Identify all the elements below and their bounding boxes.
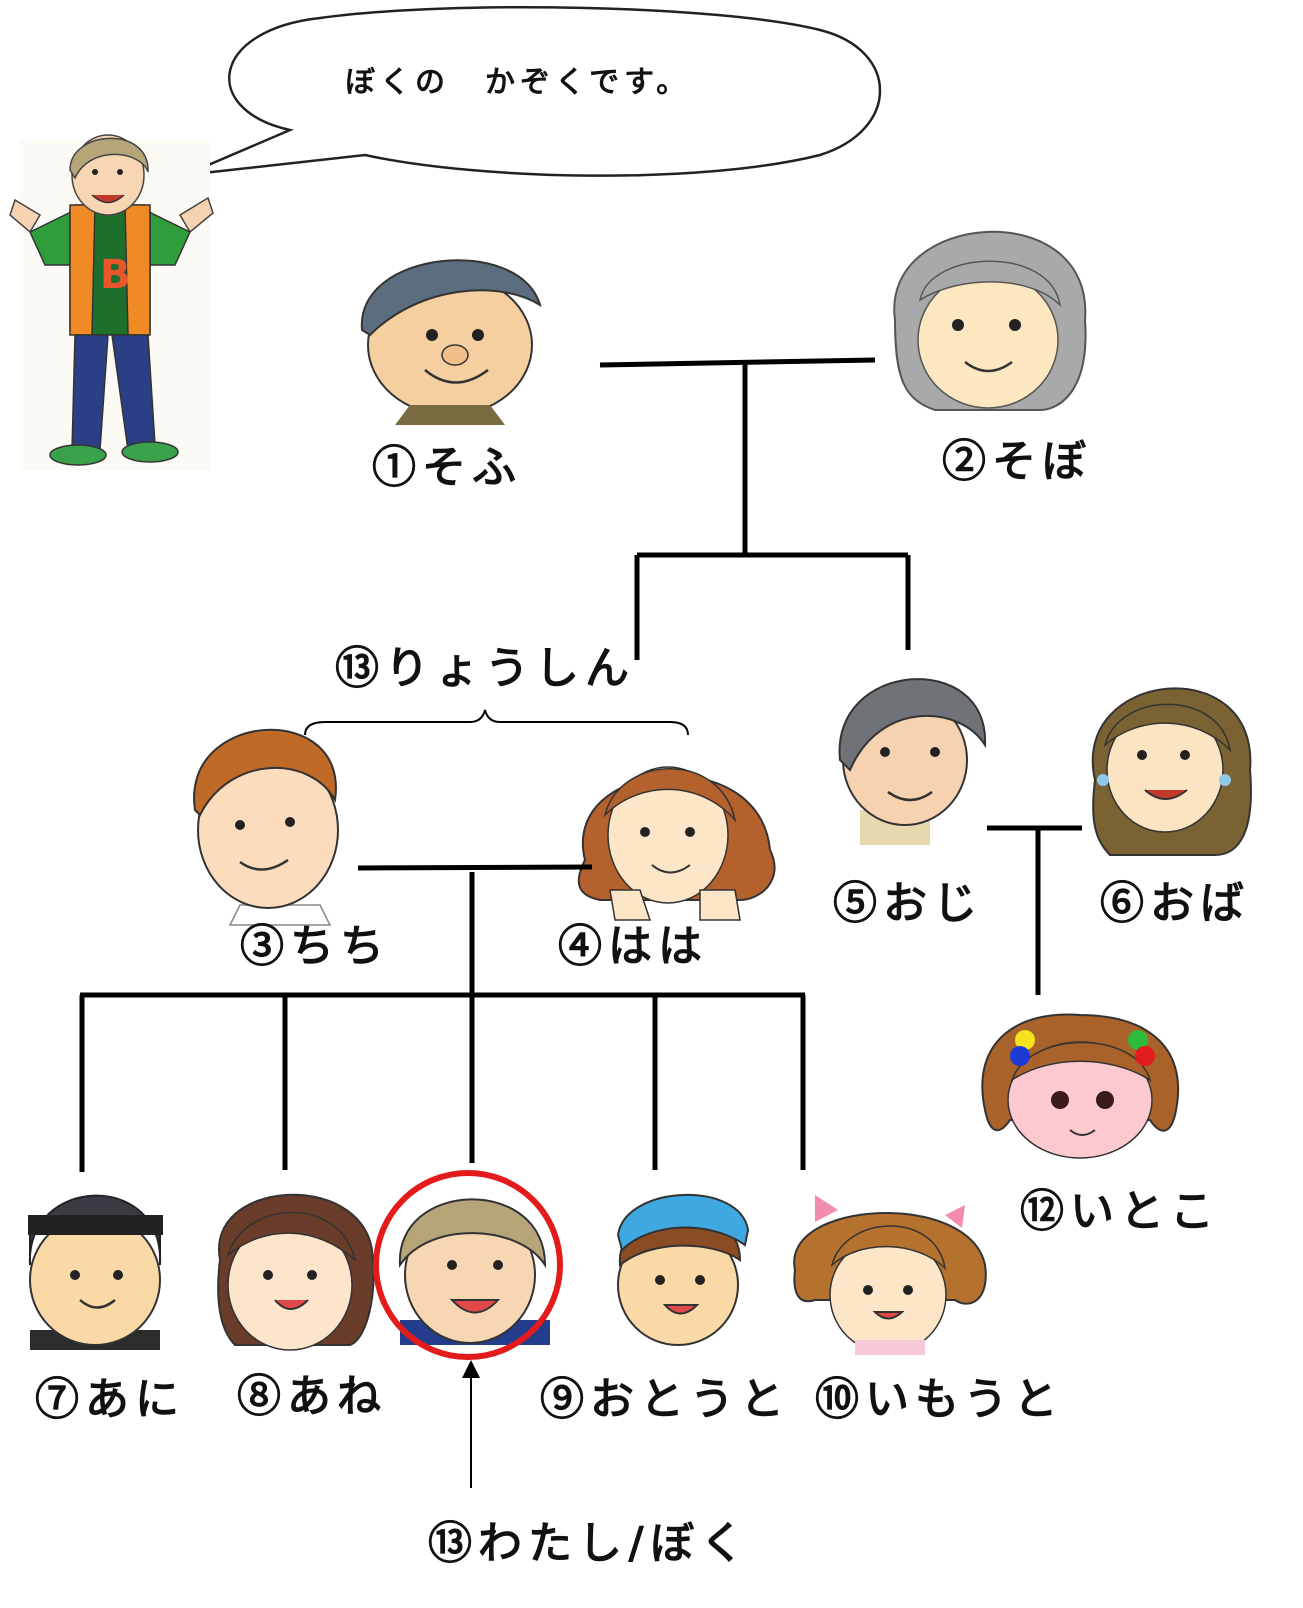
label-watashi: ⑬わたし/ぼく [428,1518,751,1569]
boy-full-body-illustration: B [9,134,214,470]
mother-face [577,766,776,921]
label-itoko: ⑫いとこ [1020,1186,1220,1237]
older-brother-face [28,1194,163,1350]
aunt-face [1091,687,1252,856]
label-otouto: ⑨おとうと [540,1374,790,1425]
grandmother-face [893,230,1087,411]
parents-brace [304,709,689,736]
younger-brother-face [616,1193,750,1346]
label-haha: ④はは [558,921,708,972]
older-sister-face [217,1193,375,1351]
label-ane: ⑧あね [237,1371,387,1422]
label-ryoushin: ⑬りょうしん [335,643,635,694]
grandparents-marriage-line [599,357,876,368]
me-highlight-circle [373,1170,563,1360]
label-chichi: ③ちち [240,921,390,972]
father-face [193,729,339,926]
uncle-face [838,678,987,845]
label-sobo: ②そぼ [942,436,1092,487]
parents-marriage-line [357,864,593,871]
me-face [398,1198,550,1345]
speech-bubble [184,6,882,177]
label-oji: ⑤おじ [833,878,983,929]
younger-sister-face [793,1195,987,1355]
grandfather-face [360,259,542,425]
svg-text:B: B [100,252,131,298]
label-oba: ⑥おば [1100,878,1250,929]
speech-bubble-text: ぼくの かぞくです。 [345,65,692,100]
label-ani: ⑦あに [35,1374,185,1425]
cousin-face [981,1013,1180,1159]
label-imouto: ⑩いもうと [815,1374,1064,1425]
tree-connectors [79,357,1082,1172]
me-pointer-arrow [462,1360,480,1488]
label-sofu: ①そふ [372,442,522,493]
